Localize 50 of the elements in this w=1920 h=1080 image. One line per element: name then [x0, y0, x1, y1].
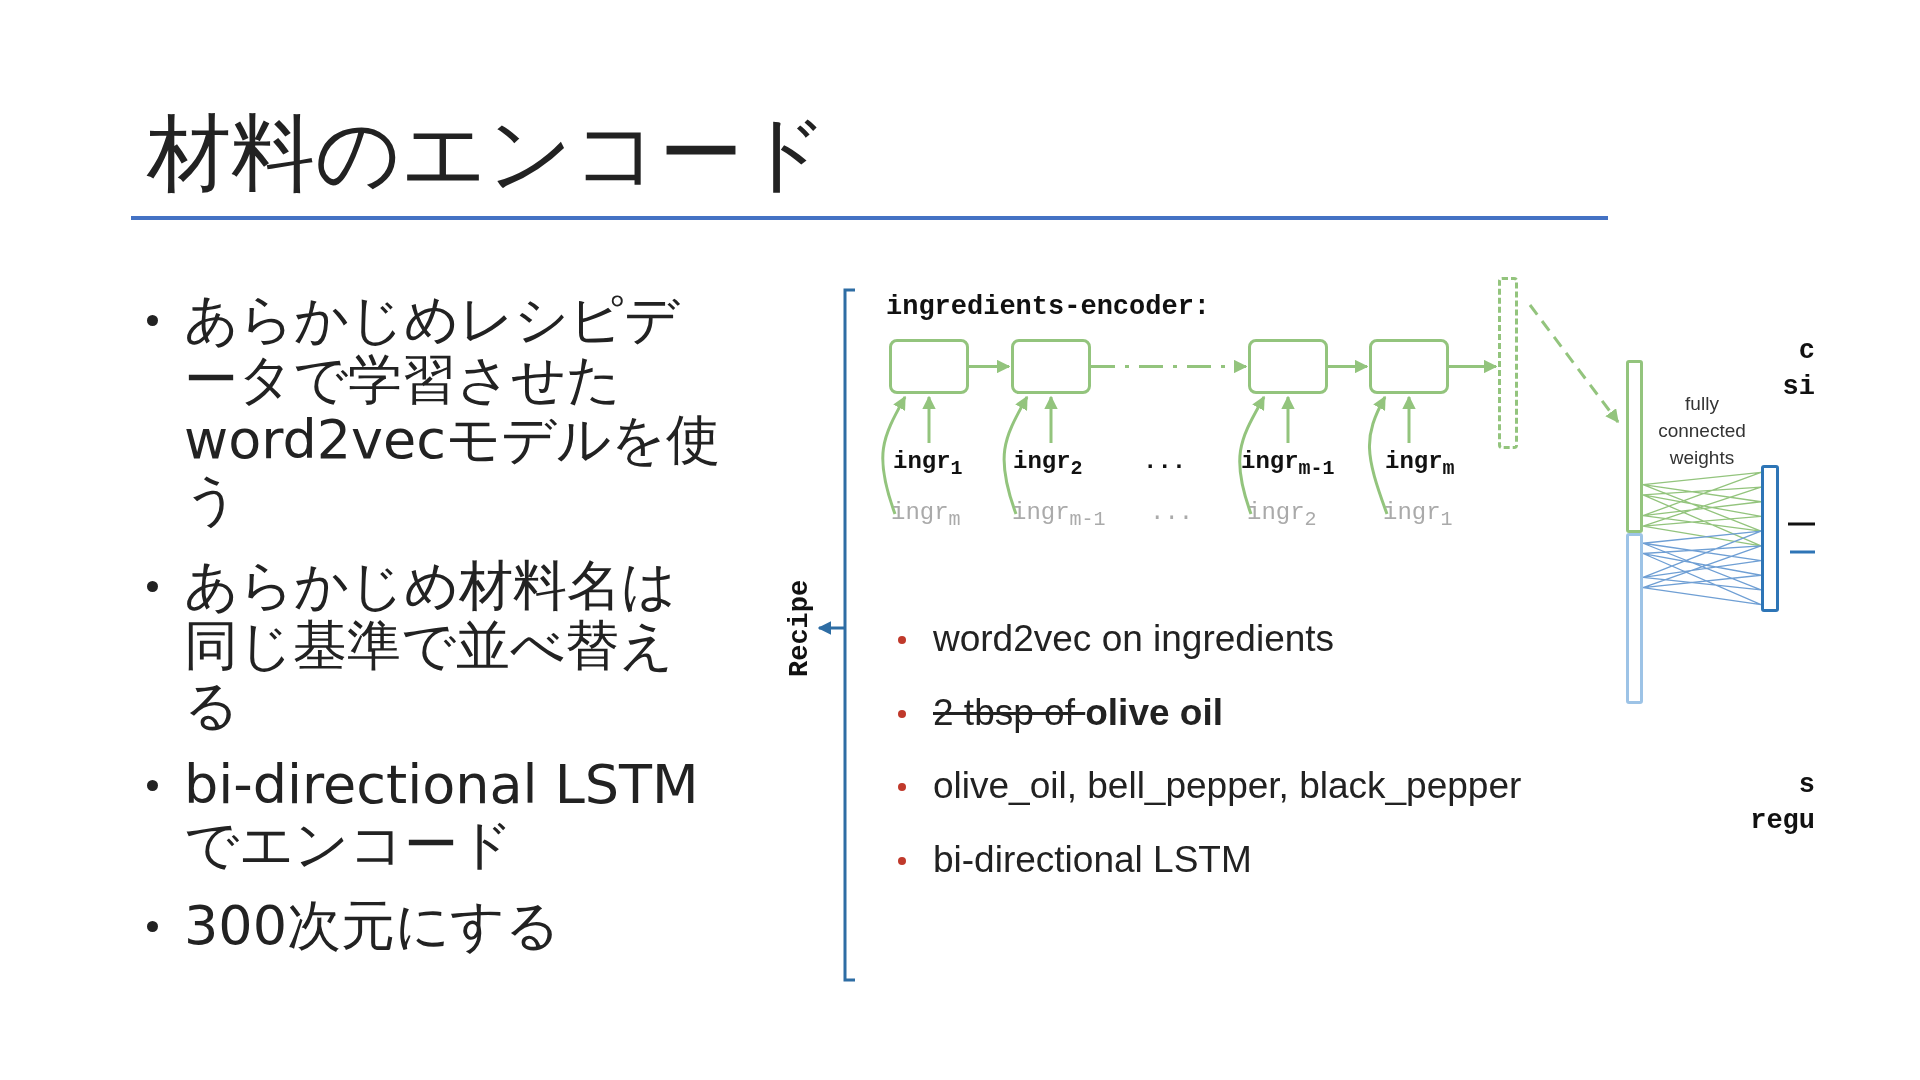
bullet-text: あらかじめ材料名は同じ基準で並べ替える: [184, 556, 677, 736]
lstm-cell: [889, 339, 969, 394]
arrow: [1449, 359, 1498, 374]
lstm-cell: [1011, 339, 1091, 394]
arrow: [1238, 395, 1266, 515]
arrow: [969, 359, 1011, 374]
cut-off-text: s: [1798, 769, 1815, 802]
cut-off-text: c: [1798, 335, 1815, 368]
input-label: ingr$_{1}$: [893, 445, 973, 479]
reversed-input-label: ingr$_{m}$: [891, 496, 981, 530]
side-label: Recipe: [782, 566, 818, 690]
ellipsis: ...: [1150, 498, 1194, 528]
arrow: [1402, 395, 1416, 443]
arrow: [1044, 395, 1058, 443]
vector-bar: [1761, 465, 1779, 612]
bullet-text: bi-directional LSTMでエンコード: [184, 755, 700, 875]
input-label: ingr$_{m-1}$: [1241, 445, 1351, 479]
arrow: [1281, 395, 1295, 443]
lstm-cell: [1369, 339, 1449, 394]
output-box: [1498, 277, 1518, 449]
weight-lines: [1642, 471, 1762, 547]
bullet-text: 300次元にする: [184, 896, 562, 956]
bullet-text: bi-directional LSTM: [933, 838, 1252, 882]
reversed-input-label: ingr$_{2}$: [1247, 496, 1337, 530]
arrow: [1328, 359, 1369, 374]
arrow: [1002, 395, 1029, 515]
cut-off-text: regu: [1750, 805, 1815, 838]
arrow: [922, 395, 936, 443]
vector-bar: [1626, 533, 1643, 704]
arrow: [1528, 304, 1620, 424]
reversed-input-label: ingr$_{1}$: [1383, 496, 1473, 530]
bullet-text: olive_oil, bell_pepper, black_pepper: [933, 764, 1522, 808]
heading: ingredients-encoder:: [886, 291, 1211, 324]
bullet-text: あらかじめレシピデータで学習させたword2vecモデルを使う: [184, 290, 720, 530]
input-label: ingr$_{m}$: [1385, 445, 1465, 479]
bullet-text: 2 tbsp of olive oil: [933, 691, 1223, 735]
lstm-cell: [1248, 339, 1328, 394]
ellipsis: ...: [1143, 447, 1187, 477]
arrow: [881, 395, 907, 515]
bullet-text: word2vec on ingredients: [933, 617, 1335, 661]
annotation: fully connected weights: [1657, 392, 1747, 470]
vector-bar: [1626, 360, 1643, 533]
slide-title: 材料のエンコード: [147, 103, 829, 204]
input-label: ingr$_{2}$: [1013, 445, 1093, 479]
arrow: [817, 621, 845, 635]
cut-off-text: si: [1782, 371, 1815, 404]
arrow: [1368, 395, 1389, 515]
reversed-input-label: ingr$_{m-1}$: [1012, 496, 1132, 530]
weight-lines: [1642, 530, 1762, 606]
arrow: [1091, 359, 1248, 374]
